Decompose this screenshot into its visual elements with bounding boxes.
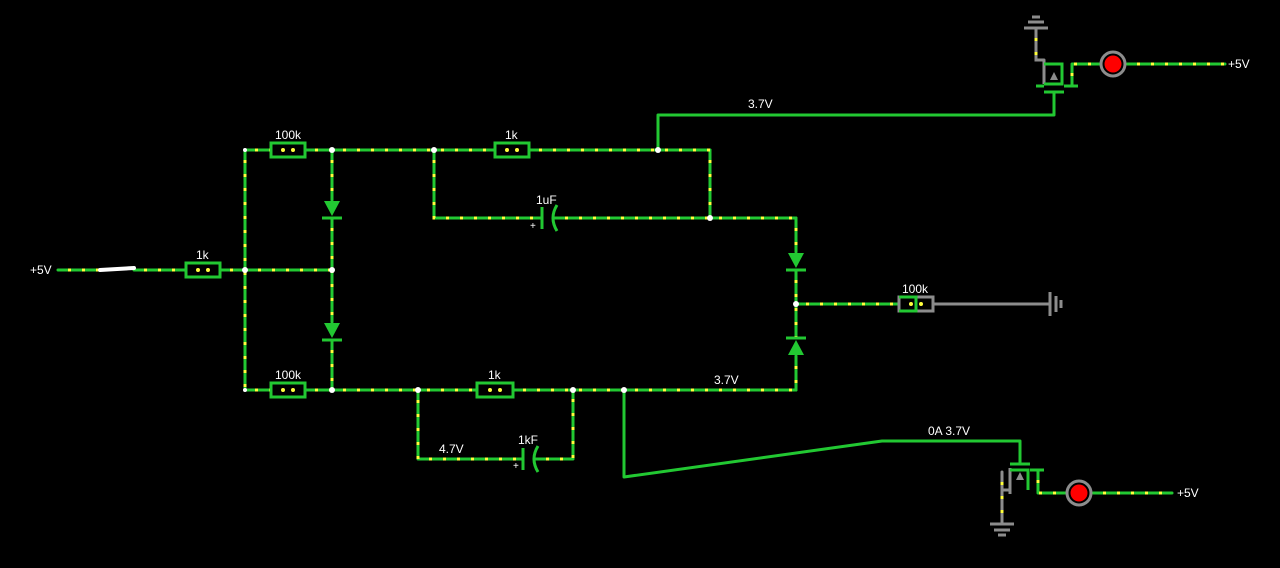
supply-left-label: +5V bbox=[30, 263, 52, 277]
lamp-bottom[interactable] bbox=[1065, 479, 1093, 507]
diode-icon bbox=[788, 340, 804, 355]
lamp-top[interactable] bbox=[1099, 50, 1127, 78]
cap-bottom-plus: + bbox=[513, 461, 519, 472]
diode-icon bbox=[324, 201, 340, 216]
ground-bottom bbox=[990, 522, 1014, 537]
r-input-label: 1k bbox=[196, 248, 210, 262]
lamp-icon bbox=[1099, 50, 1127, 78]
diode-right-top[interactable] bbox=[786, 253, 806, 272]
r-output-label: 100k bbox=[902, 282, 929, 296]
resistor-top-mid[interactable] bbox=[493, 141, 531, 159]
switch[interactable] bbox=[98, 266, 136, 272]
mosfet-bottom[interactable] bbox=[1008, 462, 1044, 494]
switch-icon[interactable] bbox=[98, 266, 136, 272]
cap-bottom-voltage: 4.7V bbox=[439, 442, 464, 456]
r-top-left-label: 100k bbox=[275, 128, 302, 142]
cap-top-plus: + bbox=[530, 221, 536, 232]
diode-right-bottom[interactable] bbox=[786, 336, 806, 355]
ground-icon bbox=[1024, 15, 1048, 30]
current-dots bbox=[58, 28, 1225, 522]
labels: +5V +5V +5V 1k 100k 100k 1k 1k 100k 1uF … bbox=[30, 57, 1250, 500]
mosfet-bottom-reading: 0A 3.7V bbox=[928, 424, 970, 438]
resistor-output[interactable] bbox=[897, 295, 935, 313]
capacitor-bottom[interactable] bbox=[521, 445, 540, 473]
diode-top-mid[interactable] bbox=[322, 201, 342, 220]
diode-bottom-mid[interactable] bbox=[322, 323, 342, 342]
resistor-top-left[interactable] bbox=[269, 141, 307, 159]
r-top-mid-label: 1k bbox=[505, 128, 519, 142]
mosfet-top[interactable] bbox=[1036, 60, 1078, 94]
inactive-wires bbox=[931, 26, 1051, 524]
ground-icon bbox=[1048, 292, 1063, 316]
ground-icon bbox=[990, 522, 1014, 537]
resistor-bottom-mid[interactable] bbox=[475, 381, 515, 399]
junction-nodes bbox=[242, 147, 799, 393]
lamp-icon bbox=[1065, 479, 1093, 507]
diode-icon bbox=[324, 323, 340, 338]
diode-icon bbox=[788, 253, 804, 268]
ground-right bbox=[1048, 292, 1063, 316]
r-bottom-left-label: 100k bbox=[275, 368, 302, 382]
wires bbox=[56, 62, 1227, 495]
ground-top bbox=[1024, 15, 1048, 30]
resistor-bottom-left[interactable] bbox=[269, 381, 307, 399]
supply-bottom-label: +5V bbox=[1177, 486, 1199, 500]
supply-top-label: +5V bbox=[1228, 57, 1250, 71]
resistor-input[interactable] bbox=[184, 261, 222, 279]
bottom-wire-voltage: 3.7V bbox=[714, 373, 739, 387]
r-bottom-mid-label: 1k bbox=[488, 368, 502, 382]
capacitor-top[interactable] bbox=[540, 204, 559, 232]
top-wire-voltage: 3.7V bbox=[748, 97, 773, 111]
c-bottom-label: 1kF bbox=[518, 433, 538, 447]
c-top-label: 1uF bbox=[536, 193, 557, 207]
